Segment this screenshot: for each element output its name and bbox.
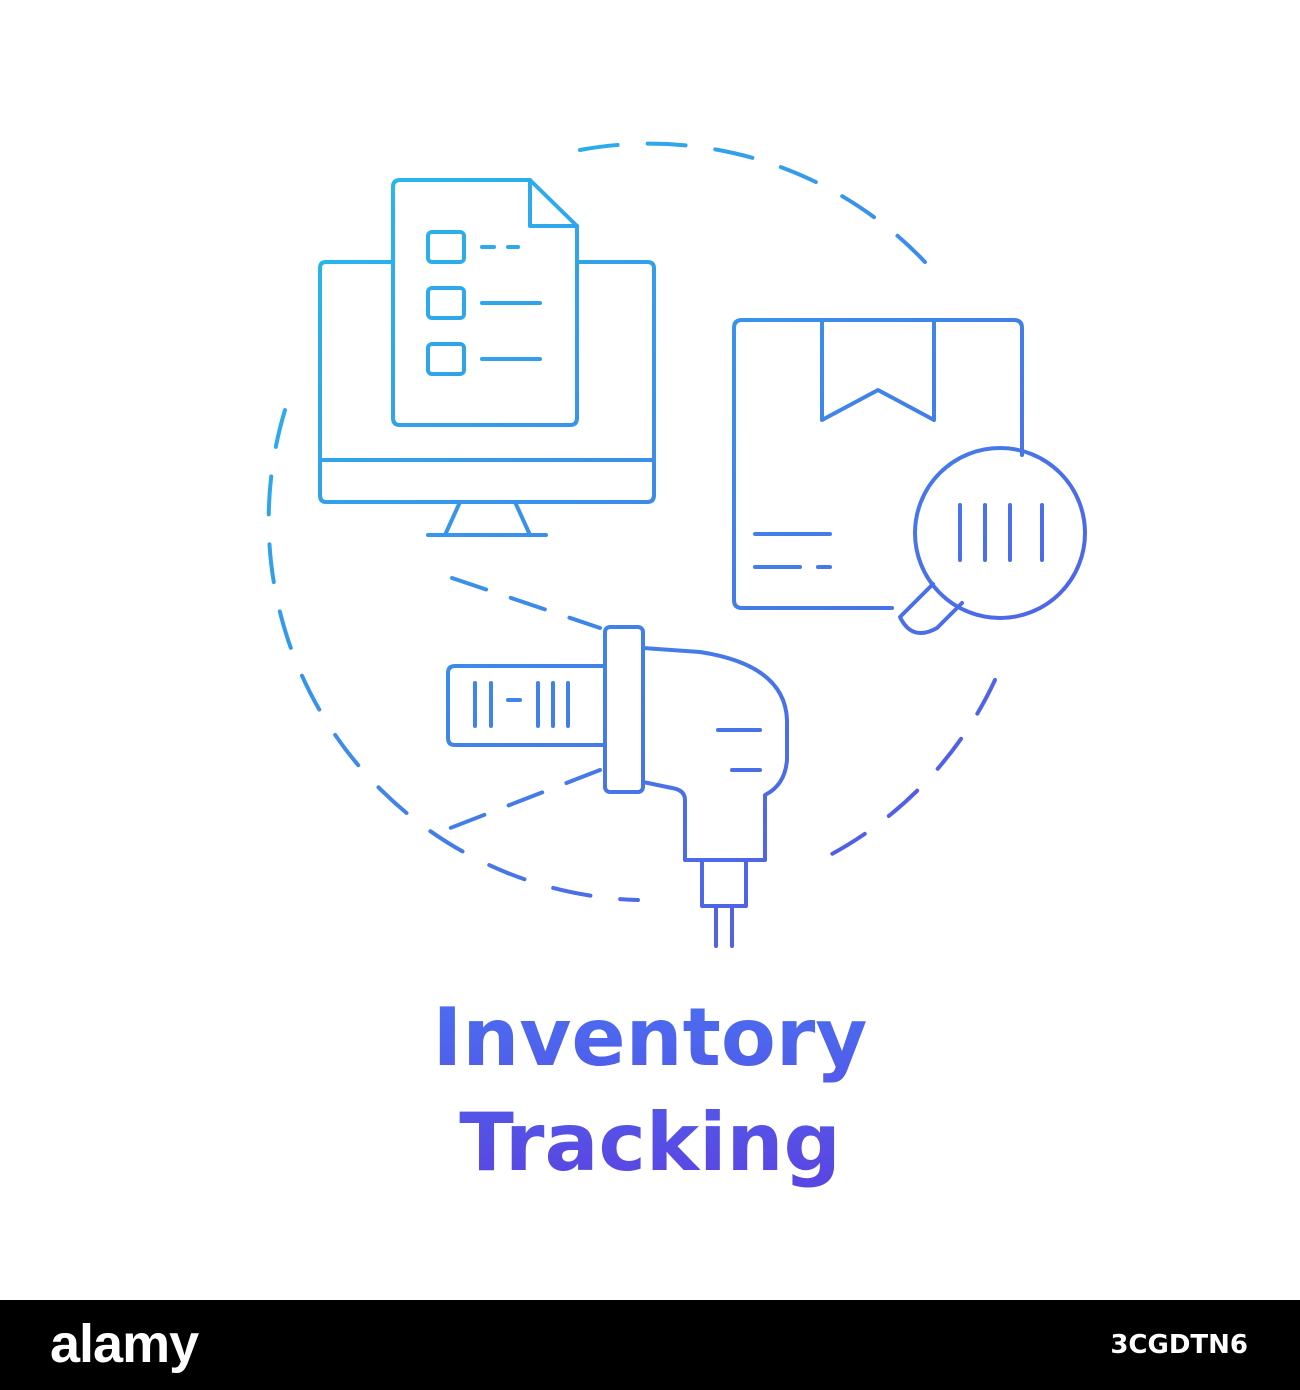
package-box-icon bbox=[732, 318, 1024, 610]
inventory-tracking-illustration: Inventory Tracking bbox=[266, 141, 1087, 1189]
image-id: 3CGDTN6 bbox=[1110, 1330, 1248, 1360]
magnifier-barcode-icon bbox=[898, 446, 1087, 636]
barcode-label-icon bbox=[446, 664, 607, 747]
computer-checklist-icon bbox=[318, 178, 656, 537]
illustration-canvas: Inventory Tracking bbox=[266, 141, 1087, 1189]
alamy-logo: alamy bbox=[50, 1314, 199, 1374]
scanner-beam-icon bbox=[438, 576, 602, 834]
barcode-scanner-icon bbox=[603, 625, 789, 948]
title-line-2: Tracking bbox=[459, 1096, 840, 1189]
title-line-1: Inventory bbox=[433, 991, 868, 1084]
dashed-circle-icon bbox=[266, 141, 997, 902]
watermark-footer: alamy 3CGDTN6 bbox=[0, 1300, 1300, 1390]
